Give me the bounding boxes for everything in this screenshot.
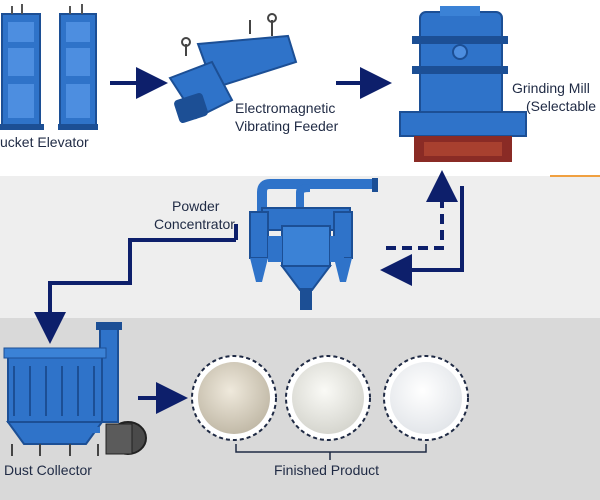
dust-collector-icon xyxy=(4,322,146,456)
label-mill-line1: Grinding Mill xyxy=(512,80,590,97)
label-feeder-line1: Electromagnetic xyxy=(235,100,335,117)
label-dust-collector: Dust Collector xyxy=(4,462,92,479)
arrow-concentrator-to-collector xyxy=(50,240,236,328)
label-feeder-line2: Vibrating Feeder xyxy=(235,118,338,135)
powder-concentrator-icon xyxy=(250,178,378,310)
powder-sample-icon xyxy=(384,356,468,440)
bucket-elevator-icon xyxy=(0,4,98,130)
powder-sample-icon xyxy=(286,356,370,440)
label-bucket-elevator: ucket Elevator xyxy=(0,134,89,151)
powder-sample-icon xyxy=(192,356,276,440)
label-concentrator-line1: Powder xyxy=(172,198,219,215)
arrow-return-to-mill xyxy=(386,186,442,248)
grinding-mill-icon xyxy=(400,6,526,162)
label-finished-product: Finished Product xyxy=(274,462,379,479)
label-concentrator-line2: Concentrator xyxy=(154,216,235,233)
label-mill-line2: (Selectable xyxy=(526,98,596,115)
arrow-mill-to-concentrator xyxy=(396,186,462,270)
product-bracket xyxy=(236,444,426,460)
